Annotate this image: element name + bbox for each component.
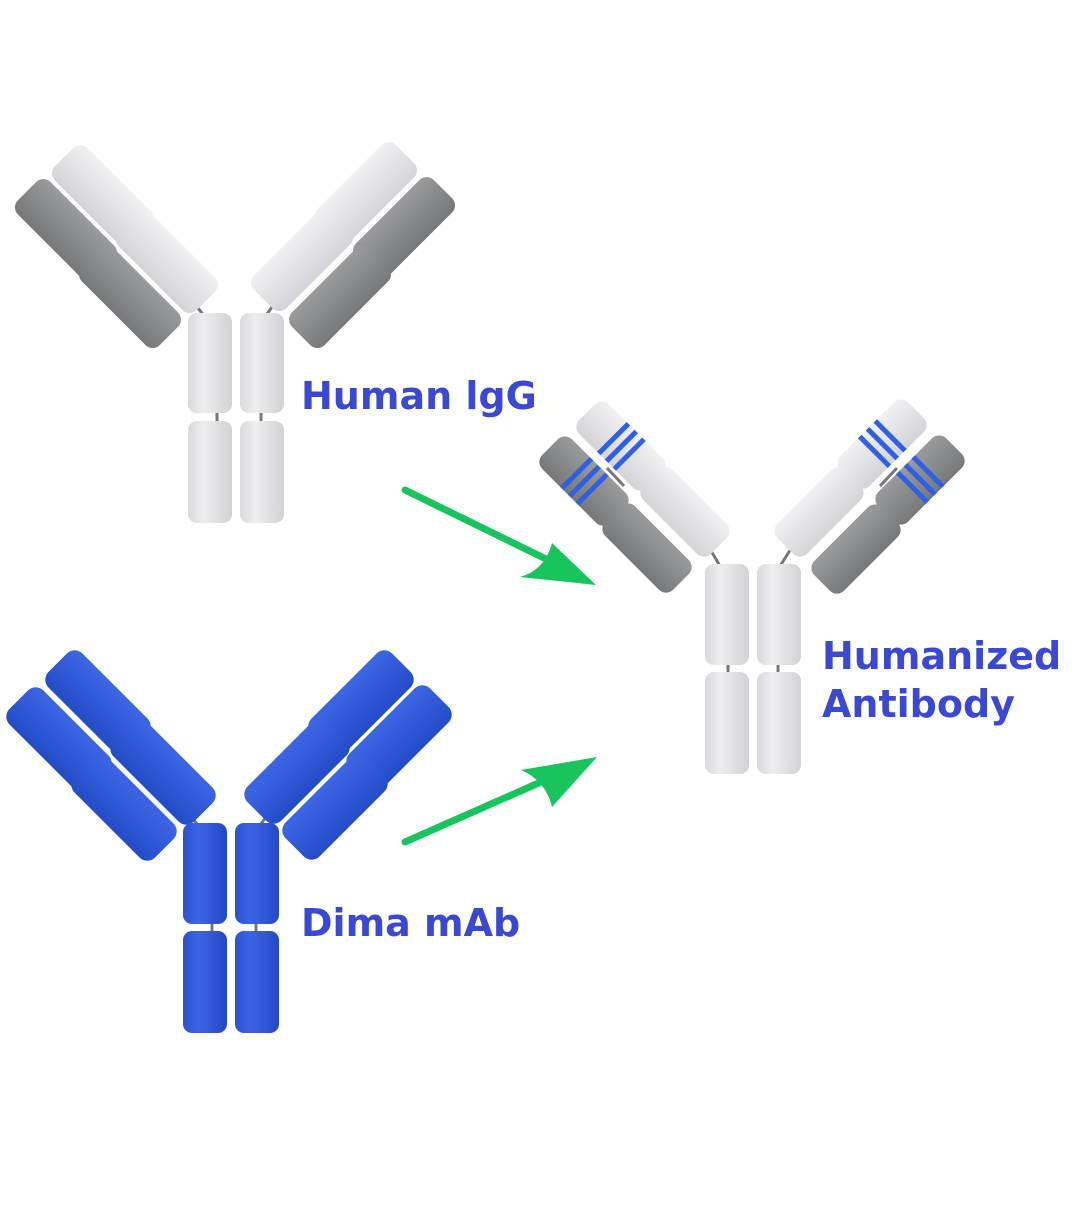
human-igg-left-heavy-chain-outer [14,178,118,282]
humanized-right-light-constant [774,467,864,557]
human-igg-right-heavy-chain-inner [288,245,392,349]
cdr-stripe [873,419,907,453]
human-igg-right-heavy-chain-outer [352,176,456,280]
dima-mab-right-light-chain-inner [244,718,350,824]
cdr-stripe [596,421,631,456]
cdr-stripe [911,455,945,489]
humanized-right-light-variable [837,399,927,489]
arrow-from-dima-mab [401,757,597,846]
humanized-left-light-variable [576,401,666,491]
human-igg-right-light-chain-inner [250,208,354,312]
humanized-right-heavy-constant [811,504,901,594]
human-igg-fc-stem [188,313,284,523]
dima-mab-antibody [6,650,452,1033]
human-igg-left-light-chain-outer [51,144,155,248]
humanized-left-heavy-variable [539,436,629,526]
cdr-stripe [604,429,638,463]
cdr-stripe [895,470,930,505]
dima-mab-right-heavy-chain-inner [282,754,388,860]
dima-mab-left-heavy-chain-inner [71,755,177,861]
dima-mab-fc-stem [183,823,279,1033]
humanized-left-light-constant [640,467,730,557]
human-igg-left-heavy-chain-inner [78,245,182,349]
cdr-stripe [903,463,937,497]
dima-mab-label: Dima mAb [301,901,521,945]
humanized-left-heavy-constant [602,503,692,593]
humanized-label-line1: Humanized [822,634,1062,678]
cdr-stripe [567,464,601,498]
cdr-stripe [612,437,646,471]
human-igg-right-light-chain-outer [314,141,418,245]
arrow-from-human-igg [401,486,596,585]
human-igg-left-light-chain-inner [115,210,219,314]
humanized-label-line2: Antibody [822,681,1015,726]
humanized-antibody [539,399,965,774]
cdr-stripe [857,434,892,469]
human-igg-antibody [14,141,456,523]
cdr-stripe [865,427,899,461]
human-igg-label: Human lgG [301,374,537,418]
dima-mab-left-light-chain-outer [45,650,151,756]
cdr-stripe [559,456,594,491]
humanized-fc-stem [705,564,801,774]
dima-mab-left-light-chain-inner [110,719,216,825]
cdr-stripe [575,472,609,506]
humanized-antibody-label: Humanized Antibody [822,633,1061,728]
humanized-right-heavy-variable [875,435,965,525]
